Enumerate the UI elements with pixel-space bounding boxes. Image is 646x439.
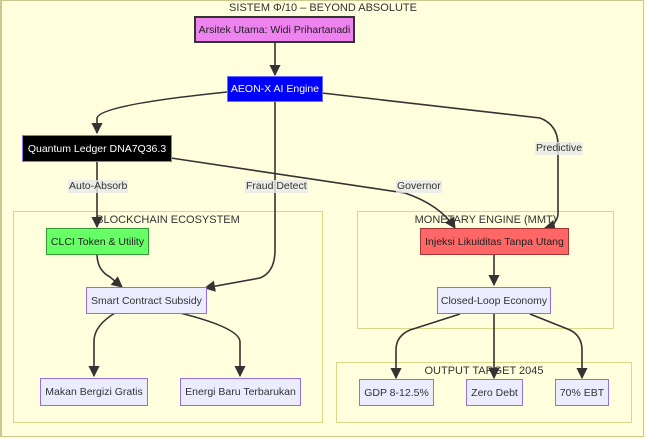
edge-aeon-injeksi (321, 92, 559, 231)
node-makan-bergizi[interactable]: Makan Bergizi Gratis (40, 378, 148, 406)
edge-label-predictive: Predictive (535, 142, 584, 155)
edge-aeon-ledger (91, 91, 228, 135)
cluster-label-blockchain: BLOCKCHAIN ECOSYSTEM (96, 214, 240, 226)
edge-label-fraud-detect: Fraud Detect (245, 180, 308, 193)
edge-clci-smart-contract (96, 253, 123, 288)
node-architect[interactable]: Arsitek Utama: Widi Prihartanadi (194, 16, 355, 43)
edge-smart-contract-energi (179, 312, 246, 378)
node-zero-debt[interactable]: Zero Debt (466, 379, 523, 406)
node-70-ebt[interactable]: 70% EBT (555, 379, 609, 406)
edge-ledger-injeksi (170, 157, 456, 229)
edge-closed-loop-gdp (390, 313, 461, 380)
diagram-title: SISTEM Φ/10 – BEYOND ABSOLUTE (229, 2, 417, 14)
edge-label-governor: Governor (396, 180, 442, 193)
node-energi-baru[interactable]: Energi Baru Terbarukan (180, 378, 301, 406)
edge-aeon-smart-contract (203, 102, 276, 292)
node-quantum-ledger[interactable]: Quantum Ledger DNA7Q36.3 (22, 135, 172, 162)
node-clci-token[interactable]: CLCI Token & Utility (46, 228, 149, 255)
node-injeksi-likuiditas[interactable]: Injeksi Likuiditas Tanpa Utang (420, 228, 569, 255)
edge-label-auto-absorb: Auto-Absorb (68, 180, 129, 193)
cluster-label-output: OUTPUT TARGET 2045 (424, 365, 544, 377)
edge-smart-contract-makan (88, 312, 116, 378)
node-smart-contract[interactable]: Smart Contract Subsidy (86, 287, 207, 314)
node-aeon-engine[interactable]: AEON-X AI Engine (227, 76, 323, 102)
node-closed-loop[interactable]: Closed-Loop Economy (437, 287, 551, 314)
edge-closed-loop-ebt (529, 313, 588, 380)
node-gdp[interactable]: GDP 8-12.5% (359, 379, 434, 406)
